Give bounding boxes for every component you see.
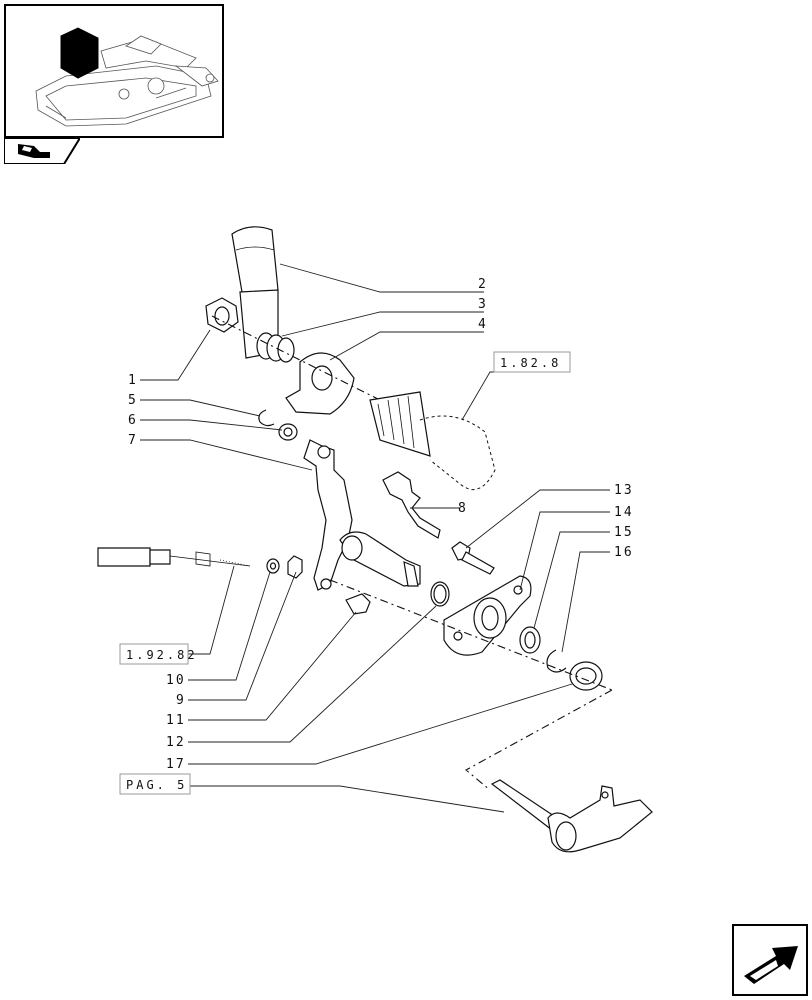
reference-pag-5[interactable]: PAG. 5 <box>119 773 191 795</box>
lever-handle-part <box>231 226 279 359</box>
fork-lever-part <box>490 779 653 853</box>
spacer-part <box>256 332 295 363</box>
reference-1-92-82-label: 1.92.82 <box>126 648 198 662</box>
callout-labels: 2 3 4 1 5 6 7 8 13 14 15 16 10 9 11 12 1… <box>128 277 634 772</box>
next-page-button[interactable] <box>732 924 808 996</box>
assembly-thumbnail-icon <box>35 27 219 127</box>
callout-7: 7 <box>128 433 138 448</box>
callout-14: 14 <box>614 505 634 520</box>
callout-15: 15 <box>614 525 634 540</box>
prev-page-button[interactable] <box>3 137 82 165</box>
cable-nut-part <box>287 555 303 579</box>
reference-1-82-8[interactable]: 1.82.8 <box>493 351 571 373</box>
leader-lines <box>140 263 610 813</box>
circlip-part <box>258 409 275 427</box>
callout-2: 2 <box>478 277 488 292</box>
callout-8: 8 <box>458 501 468 516</box>
callout-1: 1 <box>128 373 138 388</box>
assembly-thumbnail <box>4 4 224 138</box>
prev-page-icon <box>3 137 82 165</box>
nut-part <box>205 297 239 333</box>
clip-part <box>345 593 371 615</box>
circlip-16-part <box>546 649 567 673</box>
callout-6: 6 <box>128 413 138 428</box>
callout-10: 10 <box>166 673 186 688</box>
cable-washer-part <box>266 558 280 574</box>
callout-17: 17 <box>166 757 186 772</box>
next-page-icon <box>732 924 808 996</box>
reference-1-92-82[interactable]: 1.92.82 <box>119 643 198 665</box>
callout-3: 3 <box>478 297 488 312</box>
callout-13: 13 <box>614 483 634 498</box>
lever-arm-part <box>303 439 421 591</box>
callout-9: 9 <box>176 693 186 708</box>
callout-5: 5 <box>128 393 138 408</box>
washer-15-part <box>519 626 541 654</box>
reference-1-82-8-label: 1.82.8 <box>500 356 561 370</box>
washer-part <box>278 423 298 441</box>
callout-12: 12 <box>166 735 186 750</box>
splined-shaft-part <box>369 391 496 491</box>
callout-16: 16 <box>614 545 634 560</box>
callout-4: 4 <box>478 317 488 332</box>
flange-part <box>443 575 532 656</box>
bolt-part <box>451 541 495 575</box>
callout-11: 11 <box>166 713 186 728</box>
reference-pag-5-label: PAG. 5 <box>126 778 187 792</box>
cable-part <box>97 547 251 567</box>
ring-17-part <box>569 661 603 691</box>
bracket-part <box>285 352 355 415</box>
small-bracket-part <box>382 471 441 539</box>
o-ring-part <box>430 581 450 607</box>
